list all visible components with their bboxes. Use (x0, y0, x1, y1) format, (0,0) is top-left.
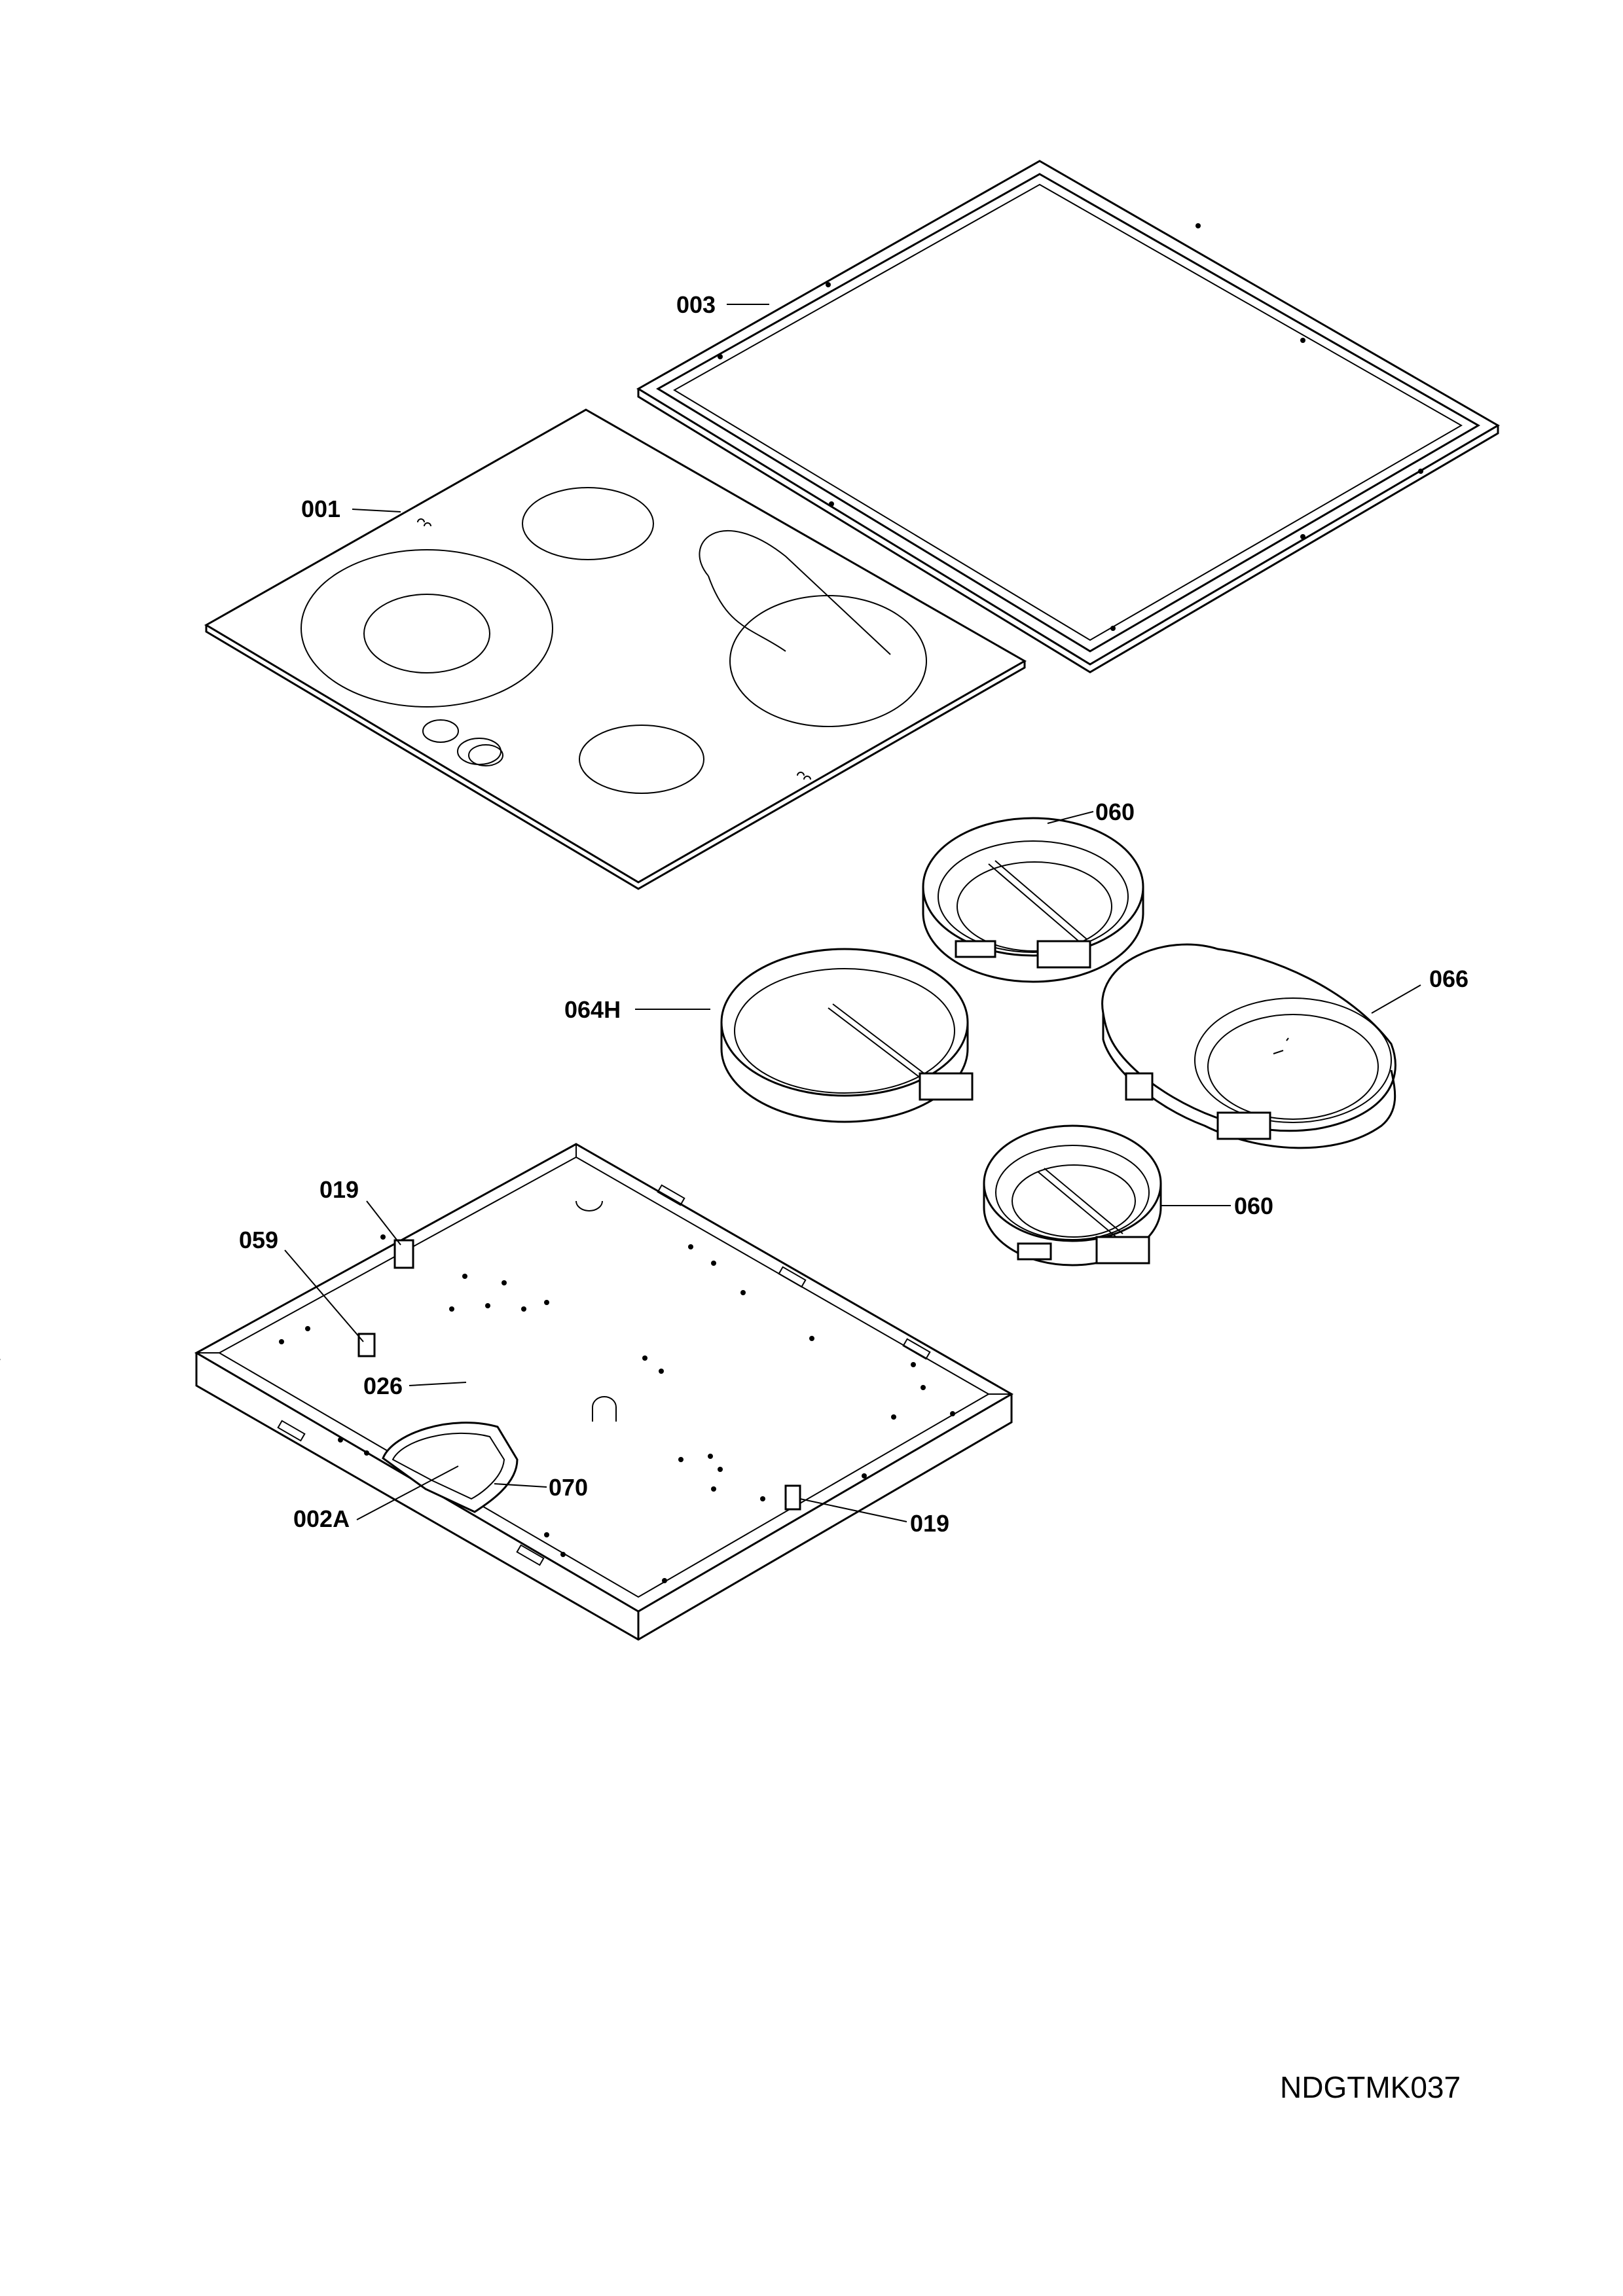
insulation-pad-leader (409, 1382, 467, 1386)
clip-label: 059 (239, 1227, 278, 1253)
base-tray-part (0, 1143, 1013, 1641)
insulation-pad-label: 026 (363, 1372, 403, 1399)
frame-part (636, 160, 1500, 673)
oval-heating-element (1101, 943, 1396, 1149)
glass-top-part (204, 408, 1027, 890)
large-heating-element (720, 948, 974, 1123)
element-bottom-label: 060 (1234, 1193, 1273, 1219)
element-top-label: 060 (1095, 798, 1135, 825)
drawing-code: NDGTMK037 (1280, 2070, 1461, 2104)
bracket-leader (494, 1483, 547, 1488)
small-heating-element-bottom (983, 1124, 1162, 1266)
clip-leader (284, 1249, 364, 1342)
element-large-label: 064H (564, 996, 621, 1023)
connector-right-leader (799, 1498, 907, 1522)
small-heating-element-top (922, 817, 1144, 983)
frame-label: 003 (676, 291, 716, 318)
tray-cover-label: 002A (293, 1505, 350, 1532)
connector-left-leader (366, 1200, 401, 1246)
element-oval-leader (1371, 984, 1421, 1014)
glass-top-leader (352, 509, 401, 512)
element-oval-label: 066 (1429, 965, 1468, 992)
tray-cover-leader (356, 1465, 459, 1520)
glass-top-label: 001 (301, 495, 340, 522)
element-top-leader (1047, 811, 1094, 824)
connector-right-label: 019 (910, 1510, 949, 1537)
bracket-label: 070 (549, 1474, 588, 1501)
connector-left-label: 019 (319, 1176, 359, 1203)
